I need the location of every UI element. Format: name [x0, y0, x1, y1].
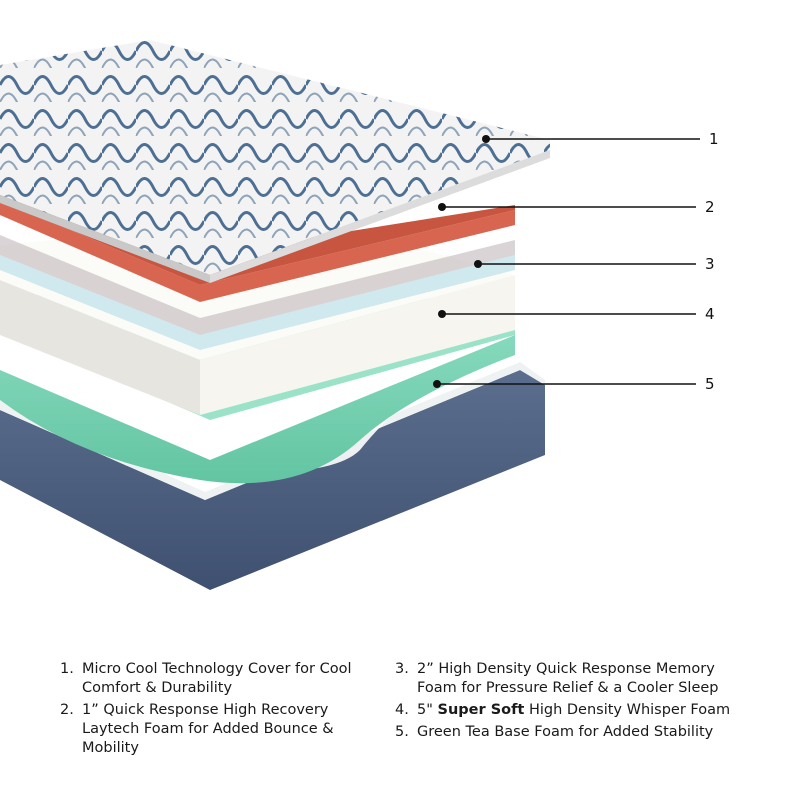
legend-item-1: 1. Micro Cool Technology Cover for Cool … — [60, 660, 390, 698]
cover-layer — [0, 40, 550, 283]
callout-label-2: 2 — [705, 198, 715, 216]
callout-label-5: 5 — [705, 375, 715, 393]
legend-item-4: 4. 5" Super Soft High Density Whisper Fo… — [395, 701, 755, 720]
legend-text: Green Tea Base Foam for Added Stability — [417, 724, 714, 740]
legend-text: 2” High Density Quick Response Memory Fo… — [417, 661, 719, 696]
callout-lines — [437, 138, 700, 385]
legend-number: 3. — [395, 661, 409, 677]
legend-number: 5. — [395, 724, 409, 740]
callout-label-4: 4 — [705, 305, 715, 323]
legend-text-part: 5" — [417, 702, 438, 718]
legend-number: 1. — [60, 661, 74, 677]
legend-text: 5" Super Soft High Density Whisper Foam — [417, 701, 755, 720]
legend-item-3: 3. 2” High Density Quick Response Memory… — [395, 660, 755, 698]
callout-dots — [433, 135, 490, 388]
legend-text-part: High Density Whisper Foam — [524, 702, 731, 718]
legend-number: 2. — [60, 702, 74, 718]
callout-label-3: 3 — [705, 255, 715, 273]
legend-item-2: 2. 1” Quick Response High Recovery Layte… — [60, 701, 390, 758]
memory-foam-layer — [0, 235, 515, 350]
legend-text: Micro Cool Technology Cover for Cool Com… — [82, 661, 352, 696]
legend-right-column: 3. 2” High Density Quick Response Memory… — [395, 660, 755, 745]
legend-left-column: 1. Micro Cool Technology Cover for Cool … — [60, 660, 390, 761]
legend-number: 4. — [395, 702, 409, 718]
mattress-layers-illustration — [0, 40, 700, 590]
legend-text: 1” Quick Response High Recovery Laytech … — [82, 702, 334, 756]
callout-label-1: 1 — [709, 130, 719, 148]
legend-text-bold: Super Soft — [437, 702, 525, 718]
legend-item-5: 5. Green Tea Base Foam for Added Stabili… — [395, 723, 755, 742]
